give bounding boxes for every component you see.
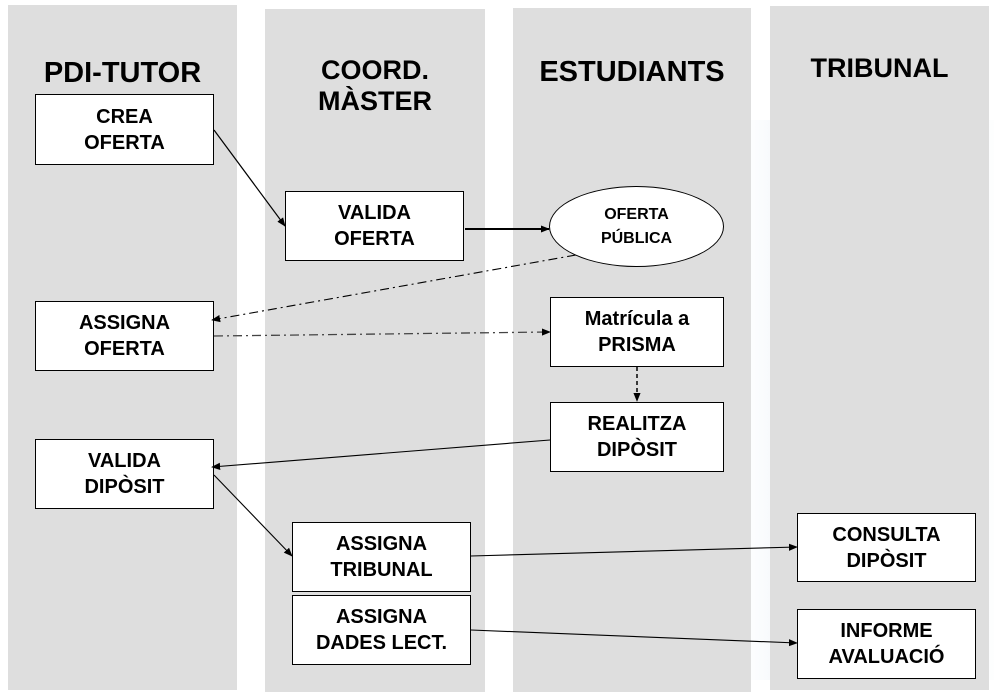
node-label: OFERTA bbox=[334, 228, 415, 250]
node-crea-oferta[interactable]: CREA OFERTA bbox=[35, 94, 214, 165]
node-label: PÚBLICA bbox=[600, 229, 673, 247]
lane-title-line: PDI-TUTOR bbox=[43, 57, 202, 89]
lane-tribunal: TRIBUNAL bbox=[770, 6, 989, 690]
lane-title-coord-master: COORD. MÀSTER bbox=[265, 55, 485, 117]
node-matricula-prisma[interactable]: Matrícula a PRISMA bbox=[550, 297, 724, 367]
lane-title-line: MÀSTER bbox=[318, 86, 432, 117]
node-label: AVALUACIÓ bbox=[828, 646, 945, 668]
node-label: OFERTA bbox=[604, 206, 669, 224]
node-label: OFERTA bbox=[84, 131, 165, 154]
node-label: ASSIGNA bbox=[335, 533, 428, 555]
node-label: INFORME bbox=[840, 620, 933, 642]
lane-title-tribunal: TRIBUNAL bbox=[770, 53, 989, 84]
node-valida-diposit[interactable]: VALIDA DIPÒSIT bbox=[35, 439, 214, 509]
node-consulta-diposit[interactable]: CONSULTA DIPÒSIT bbox=[797, 513, 976, 582]
node-label: DADES LECT. bbox=[315, 632, 448, 654]
node-realitza-diposit[interactable]: REALITZA DIPÒSIT bbox=[550, 402, 724, 472]
node-label: ASSIGNA bbox=[335, 606, 428, 628]
node-label: DIPÒSIT bbox=[846, 549, 927, 572]
node-label: CREA bbox=[96, 105, 153, 128]
node-oferta-publica[interactable]: OFERTA PÚBLICA bbox=[549, 186, 724, 267]
node-valida-oferta[interactable]: VALIDA OFERTA bbox=[285, 191, 464, 261]
node-label: CONSULTA bbox=[832, 523, 941, 546]
lane-title-pdi-tutor: PDI-TUTOR bbox=[8, 57, 237, 90]
node-label: TRIBUNAL bbox=[330, 559, 433, 581]
lane-title-estudiants: ESTUDIANTS bbox=[513, 56, 751, 89]
lane-title-line: ESTUDIANTS bbox=[539, 56, 725, 88]
node-label: DIPÒSIT bbox=[84, 476, 165, 498]
node-label: VALIDA bbox=[338, 202, 411, 224]
node-label: OFERTA bbox=[84, 338, 165, 360]
node-label: REALITZA bbox=[587, 413, 687, 435]
node-label: ASSIGNA bbox=[78, 312, 171, 334]
lane-title-line: COORD. bbox=[321, 55, 429, 85]
node-informe-avaluacio[interactable]: INFORME AVALUACIÓ bbox=[797, 609, 976, 679]
lane-title-line: TRIBUNAL bbox=[810, 53, 949, 83]
node-label: VALIDA bbox=[88, 450, 161, 472]
node-label: Matrícula a bbox=[584, 308, 690, 330]
node-assigna-dades-lect[interactable]: ASSIGNA DADES LECT. bbox=[292, 595, 471, 665]
node-label: DIPÒSIT bbox=[596, 439, 677, 461]
node-label: PRISMA bbox=[598, 334, 676, 356]
node-assigna-tribunal[interactable]: ASSIGNA TRIBUNAL bbox=[292, 522, 471, 592]
node-assigna-oferta[interactable]: ASSIGNA OFERTA bbox=[35, 301, 214, 371]
